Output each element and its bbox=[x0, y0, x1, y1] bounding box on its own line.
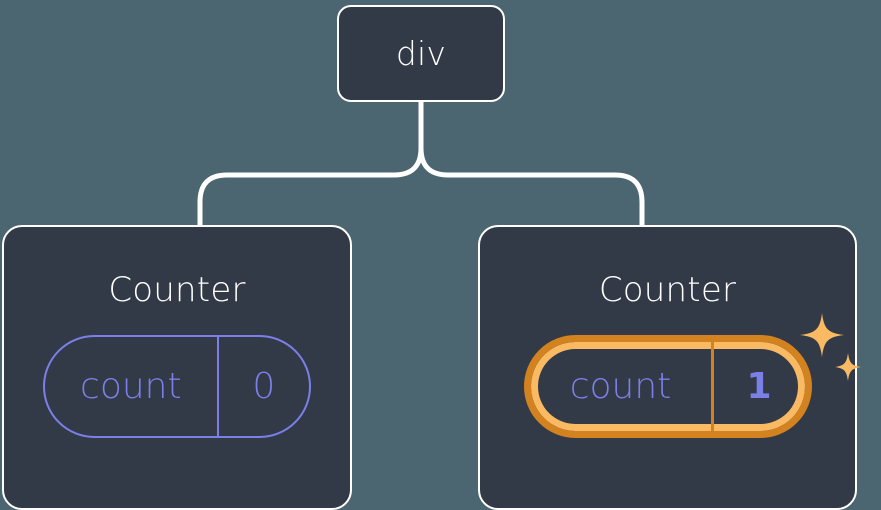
node-title: Counter bbox=[108, 270, 246, 310]
node-counter-right[interactable]: Counter count 1 bbox=[478, 225, 861, 510]
node-title: Counter bbox=[598, 270, 737, 310]
state-key: count bbox=[80, 365, 182, 407]
state-pill-wrapper: count 0 bbox=[43, 335, 311, 438]
node-root-label: div bbox=[395, 34, 447, 73]
state-value: 0 bbox=[216, 337, 309, 436]
state-key: count bbox=[569, 365, 672, 407]
state-pill-wrapper: count 1 bbox=[523, 313, 861, 438]
state-value: 1 bbox=[710, 342, 805, 431]
node-root-div[interactable]: div bbox=[337, 5, 505, 102]
state-pill[interactable]: count 0 bbox=[43, 335, 311, 438]
sparkles-icon bbox=[799, 313, 861, 381]
state-pill-highlighted[interactable]: count 1 bbox=[523, 335, 812, 438]
diagram-canvas: div Counter count 0 Counter count 1 bbox=[2, 5, 861, 510]
node-counter-left[interactable]: Counter count 0 bbox=[2, 225, 352, 510]
